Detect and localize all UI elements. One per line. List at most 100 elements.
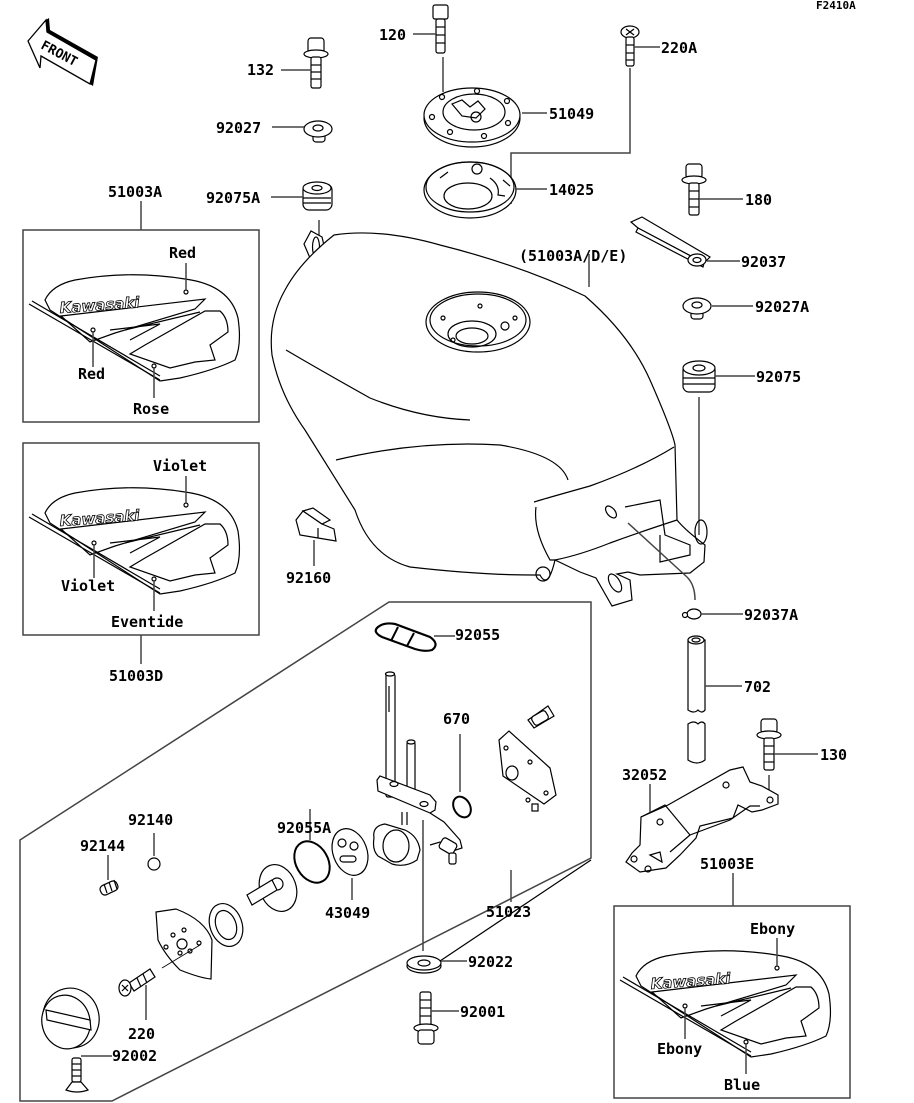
part-92055A[interactable]: 92055A (277, 809, 337, 889)
part-92022[interactable]: 92022 (406, 953, 513, 974)
label-51003E: 51003E (700, 855, 754, 873)
assembly-outline (19, 601, 592, 1102)
label-92075A: 92075A (206, 189, 260, 207)
label-92160: 92160 (286, 569, 331, 587)
label-14025: 14025 (549, 181, 594, 199)
part-92075A[interactable]: 92075A (206, 181, 333, 245)
label-43049: 43049 (325, 904, 370, 922)
part-180[interactable]: 180 (681, 163, 772, 216)
part-670[interactable]: 670 (443, 710, 474, 821)
part-132[interactable]: 132 (247, 37, 329, 89)
valve-rotor-icon (208, 864, 298, 947)
label-92075: 92075 (756, 368, 801, 386)
fuel-cock-body-icon (372, 671, 463, 951)
part-92075[interactable]: 92075 (682, 360, 801, 535)
label-92140: 92140 (128, 811, 173, 829)
label-51003D: 51003D (109, 667, 163, 685)
screw-icon (118, 968, 156, 997)
label-tank-assembly: (51003A/D/E) (519, 247, 627, 265)
part-92140[interactable]: 92140 (128, 811, 173, 871)
label-92055: 92055 (455, 626, 500, 644)
label-92037: 92037 (741, 253, 786, 271)
label-120: 120 (379, 26, 406, 44)
spring-icon (99, 879, 119, 896)
decal-color-top: Ebony (750, 920, 795, 938)
part-43049[interactable]: 43049 (325, 824, 374, 922)
part-220A[interactable]: 220A (510, 25, 697, 204)
part-51049[interactable]: 51049 (423, 87, 594, 148)
part-14025[interactable]: 14025 (423, 161, 594, 219)
part-120[interactable]: 120 (379, 4, 449, 92)
figure-id: F2410A (816, 0, 856, 12)
decal-variant-51003D[interactable]: Kawasaki Violet Violet Eventide 51003D (22, 442, 260, 685)
label-92055A: 92055A (277, 819, 331, 837)
grommet-icon (303, 120, 333, 143)
decal-variant-51003A[interactable]: 51003A Kawasaki Red Red Rose (22, 183, 260, 423)
label-92144: 92144 (80, 837, 125, 855)
ball-icon (147, 857, 161, 871)
flange-bolt-icon (413, 991, 439, 1045)
fuel-tank[interactable]: (51003A/D/E) (270, 230, 708, 607)
part-702[interactable]: 702 (687, 635, 771, 764)
diaphragm-cover-icon (498, 705, 557, 812)
decal-color-top: Red (169, 244, 196, 262)
fuel-cock-assembly-51023[interactable]: 51023 92055 (19, 601, 592, 1102)
strap-icon (629, 216, 711, 268)
label-32052: 32052 (622, 766, 667, 784)
label-92027: 92027 (216, 119, 261, 137)
decal-color-bottom: Rose (133, 400, 169, 418)
decal-color-bottom: Eventide (111, 613, 183, 631)
flange-bolt-icon (303, 37, 329, 89)
part-220[interactable]: 220 (118, 968, 156, 1043)
lever-plate-icon (155, 908, 213, 980)
decal-variant-51003E[interactable]: 51003E Kawasaki Ebony Ebony Blue (613, 855, 851, 1099)
rubber-damper-icon (682, 360, 716, 393)
decal-color-side: Violet (61, 577, 115, 595)
label-92037A: 92037A (744, 606, 798, 624)
part-92037A[interactable]: 92037A (681, 606, 799, 624)
flange-bolt-icon (756, 718, 782, 771)
decal-color-side: Ebony (657, 1040, 702, 1058)
part-92002[interactable]: 92002 (65, 1047, 157, 1093)
label-51049: 51049 (549, 105, 594, 123)
part-130[interactable]: 130 (756, 718, 847, 796)
bracket-icon (625, 766, 779, 873)
part-92027[interactable]: 92027 (216, 119, 333, 143)
label-670: 670 (443, 710, 470, 728)
decal-color-bottom: Blue (724, 1076, 760, 1094)
lever-knob-icon (41, 987, 100, 1050)
front-arrow-icon: FRONT (27, 18, 98, 86)
part-92160[interactable]: 92160 (286, 507, 337, 587)
washer-icon (406, 955, 442, 974)
label-130: 130 (820, 746, 847, 764)
flange-bolt-icon (681, 163, 707, 216)
decal-box (613, 905, 851, 1099)
part-92055[interactable]: 92055 (374, 622, 500, 652)
grommet-icon (682, 297, 712, 320)
label-51003A: 51003A (108, 183, 162, 201)
gasket-icon (374, 622, 437, 652)
label-92001: 92001 (460, 1003, 505, 1021)
clip-icon (295, 507, 337, 542)
part-92027A[interactable]: 92027A (682, 297, 809, 320)
band-clip-icon (681, 608, 702, 620)
decal-shape-icon (619, 950, 832, 1058)
hose-icon (687, 635, 706, 764)
cap-plate-icon (423, 87, 521, 148)
rubber-damper-icon (302, 181, 333, 211)
screw-icon (620, 25, 640, 67)
part-92001[interactable]: 92001 (413, 991, 505, 1045)
label-220: 220 (128, 1025, 155, 1043)
socket-bolt-icon (432, 4, 449, 54)
label-92027A: 92027A (755, 298, 809, 316)
label-702: 702 (744, 678, 771, 696)
part-92144[interactable]: 92144 (80, 837, 125, 896)
cap-ring-icon (423, 161, 517, 219)
countersunk-screw-icon (65, 1057, 90, 1093)
label-92022: 92022 (468, 953, 513, 971)
part-32052[interactable]: 32052 (622, 766, 779, 873)
label-220A: 220A (661, 39, 697, 57)
part-92037[interactable]: 92037 (629, 216, 786, 271)
decal-shape-icon (28, 274, 241, 382)
